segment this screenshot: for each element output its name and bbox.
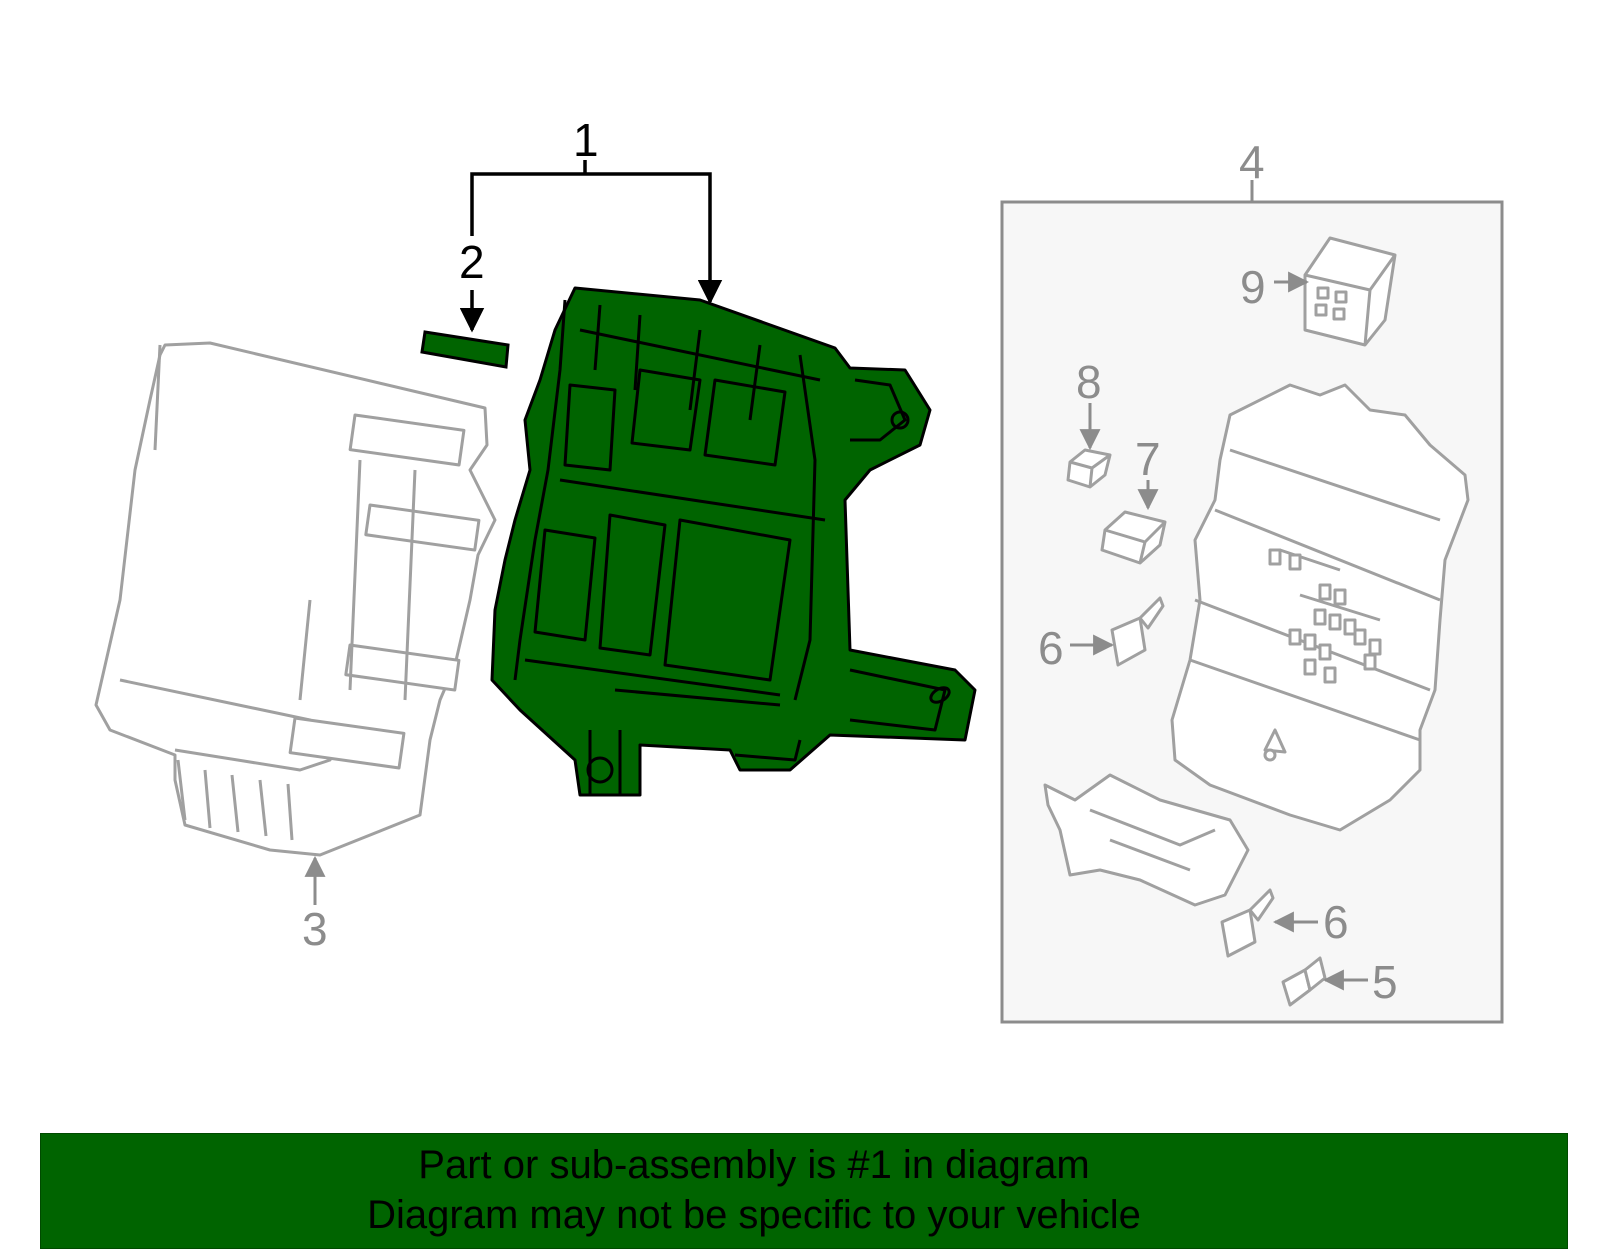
part-7-relay [1100,510,1167,565]
callout-1: 1 [573,114,599,166]
callout-9: 9 [1240,261,1266,313]
fuse-box-cover-outline [1043,773,1250,907]
info-banner: Part or sub-assembly is #1 in diagram Di… [40,1133,1568,1249]
part-1-fuse-block [490,286,977,797]
callout-4: 4 [1239,136,1265,188]
body-control-module-outline [94,341,497,857]
part-6-fuse-upper [1110,596,1165,667]
callout-7: 7 [1135,433,1161,485]
part-9-relay [1303,236,1397,347]
part-5-mini-fuse [1281,956,1327,1007]
callout-leaders [304,160,1368,991]
callout-6-lower: 6 [1323,896,1349,948]
callout-8: 8 [1076,356,1102,408]
banner-line-1: Part or sub-assembly is #1 in diagram [418,1143,1090,1187]
callout-6-upper: 6 [1038,622,1064,674]
part-6-fuse-lower [1220,888,1275,958]
callout-5: 5 [1372,956,1398,1008]
underhood-fuse-box-outline [1170,383,1470,832]
callout-2: 2 [459,236,485,288]
banner-line-2: Diagram may not be specific to your vehi… [367,1193,1141,1237]
part-2-label-strip [420,330,510,369]
callout-3: 3 [302,903,328,955]
